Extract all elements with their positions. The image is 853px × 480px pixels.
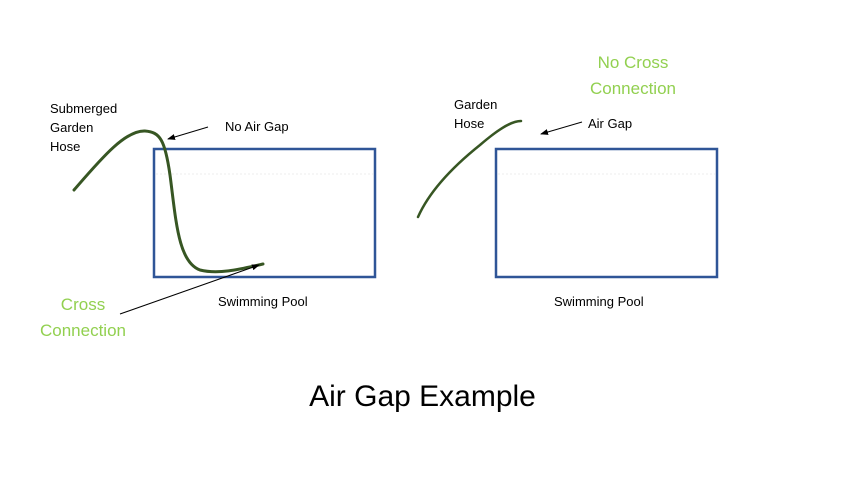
left-submerged-hose xyxy=(72,129,265,274)
right-pool xyxy=(494,147,719,279)
left-status-label: Cross Connection xyxy=(39,295,126,340)
right-hose-label: Garden Hose xyxy=(454,97,498,131)
air-gap-arrow xyxy=(540,121,583,135)
right-garden-hose xyxy=(416,119,523,219)
right-status-label: No Cross Connection xyxy=(589,53,676,98)
right-pool-label: Swimming Pool xyxy=(554,294,644,309)
no-air-gap-arrow xyxy=(167,126,209,140)
left-gap-label: No Air Gap xyxy=(225,119,289,134)
right-gap-label: Air Gap xyxy=(588,116,633,131)
cross-connection-arrow xyxy=(119,264,260,315)
left-pool-label: Swimming Pool xyxy=(218,294,308,309)
left-hose-label: Submerged Garden Hose xyxy=(50,101,118,154)
left-pool xyxy=(152,147,377,279)
diagram-title: Air Gap Example xyxy=(309,380,536,413)
